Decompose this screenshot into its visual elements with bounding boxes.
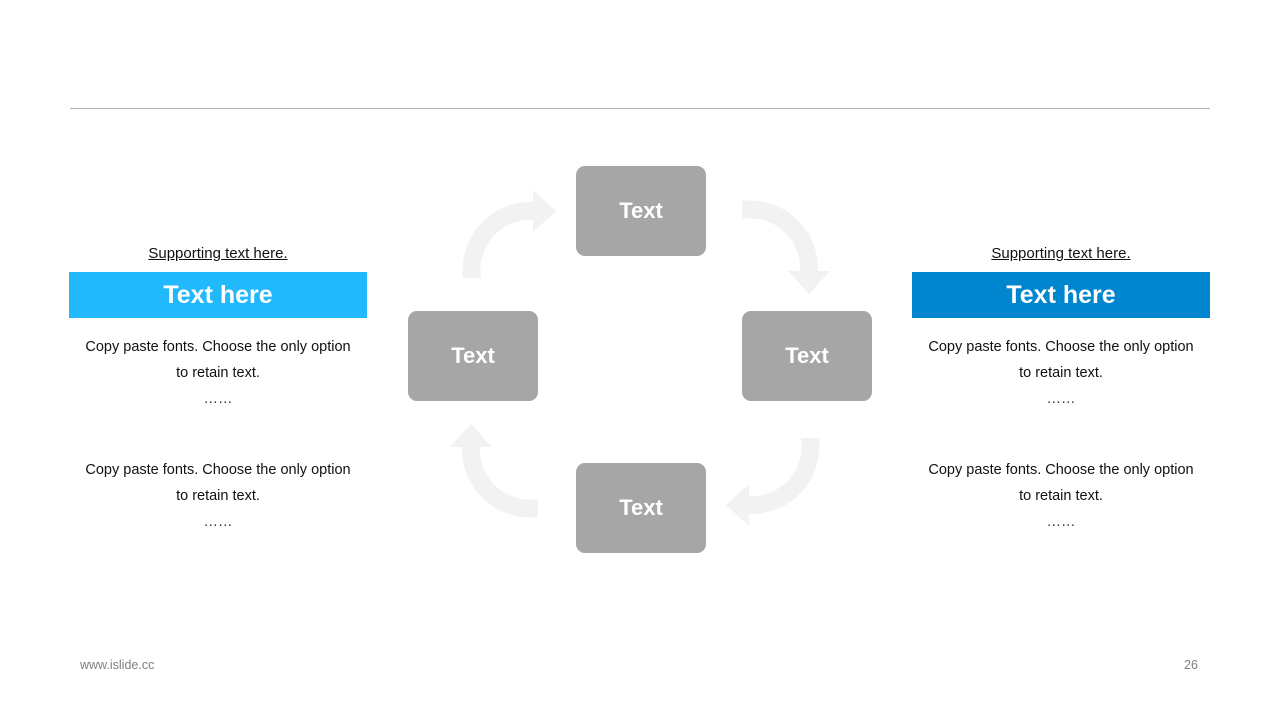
arrow-bottom-to-left <box>450 424 538 518</box>
right-panel: Supporting text here. Text here Copy pas… <box>912 244 1210 535</box>
arrow-top-to-right <box>742 200 830 294</box>
page-number: 26 <box>1184 658 1198 672</box>
right-supporting-text: Supporting text here. <box>991 245 1131 262</box>
footer-url: www.islide.cc <box>80 658 155 672</box>
left-paragraph-1: Copy paste fonts. Choose the only option… <box>83 334 353 412</box>
right-paragraph-1: Copy paste fonts. Choose the only option… <box>926 334 1196 412</box>
right-paragraph-2: Copy paste fonts. Choose the only option… <box>926 457 1196 535</box>
right-paragraph-2-ellipsis: …… <box>1046 514 1076 530</box>
arrow-left-to-top <box>462 190 556 278</box>
cycle-node-top: Text <box>576 166 706 256</box>
left-paragraph-2: Copy paste fonts. Choose the only option… <box>83 457 353 535</box>
cycle-node-left: Text <box>408 311 538 401</box>
arrow-right-to-bottom <box>726 438 820 526</box>
right-paragraph-1-text: Copy paste fonts. Choose the only option… <box>928 339 1194 381</box>
left-paragraph-1-ellipsis: …… <box>203 391 233 407</box>
left-title-banner: Text here <box>69 272 367 318</box>
left-panel: Supporting text here. Text here Copy pas… <box>69 244 367 535</box>
left-supporting-text: Supporting text here. <box>148 245 288 262</box>
header-divider <box>70 108 1210 109</box>
right-paragraph-1-ellipsis: …… <box>1046 391 1076 407</box>
cycle-node-right: Text <box>742 311 872 401</box>
right-paragraph-2-text: Copy paste fonts. Choose the only option… <box>928 462 1194 504</box>
left-paragraph-1-text: Copy paste fonts. Choose the only option… <box>85 339 351 381</box>
left-paragraph-2-ellipsis: …… <box>203 514 233 530</box>
right-title-banner: Text here <box>912 272 1210 318</box>
cycle-node-bottom: Text <box>576 463 706 553</box>
left-paragraph-2-text: Copy paste fonts. Choose the only option… <box>85 462 351 504</box>
